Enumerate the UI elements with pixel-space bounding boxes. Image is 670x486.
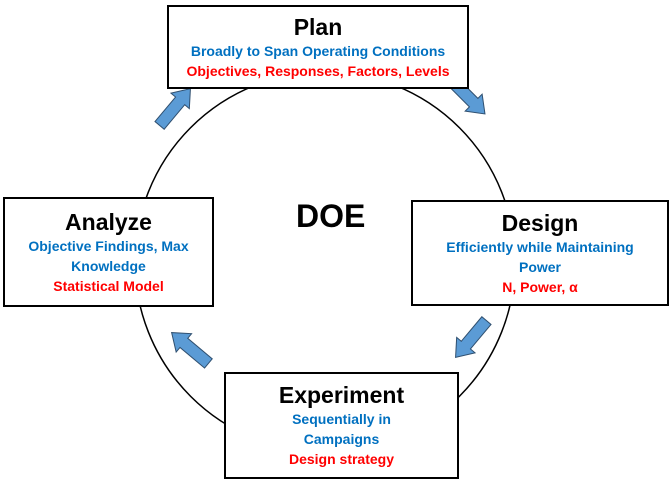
design-detail: N, Power, α xyxy=(502,278,578,295)
design-box: Design Efficiently while Maintaining Pow… xyxy=(411,200,669,306)
plan-title: Plan xyxy=(293,13,343,40)
arrow-design-to-experiment xyxy=(455,316,492,359)
design-subtitle-2: Power xyxy=(518,258,561,275)
analyze-detail: Statistical Model xyxy=(53,277,164,294)
doe-label: DOE xyxy=(296,198,366,234)
plan-box: Plan Broadly to Span Operating Condition… xyxy=(167,5,469,89)
design-subtitle-1: Efficiently while Maintaining xyxy=(446,238,634,255)
experiment-detail: Design strategy xyxy=(288,451,395,467)
plan-detail: Objectives, Responses, Factors, Levels xyxy=(186,62,450,79)
experiment-subtitle-2: Campaigns xyxy=(303,431,380,447)
arrow-experiment-to-analyze xyxy=(170,332,213,369)
design-title: Design xyxy=(501,209,579,236)
analyze-subtitle-2: Knowledge xyxy=(71,257,146,274)
experiment-title: Experiment xyxy=(278,382,405,408)
arrow-analyze-to-plan xyxy=(154,87,191,130)
analyze-box: Analyze Objective Findings, Max Knowledg… xyxy=(3,197,214,307)
experiment-subtitle-1: Sequentially in xyxy=(292,411,391,427)
analyze-subtitle-1: Objective Findings, Max xyxy=(28,237,189,254)
plan-subtitle: Broadly to Span Operating Conditions xyxy=(190,42,446,59)
experiment-box: Experiment Sequentially in Campaigns Des… xyxy=(224,372,459,479)
analyze-title: Analyze xyxy=(65,208,152,235)
